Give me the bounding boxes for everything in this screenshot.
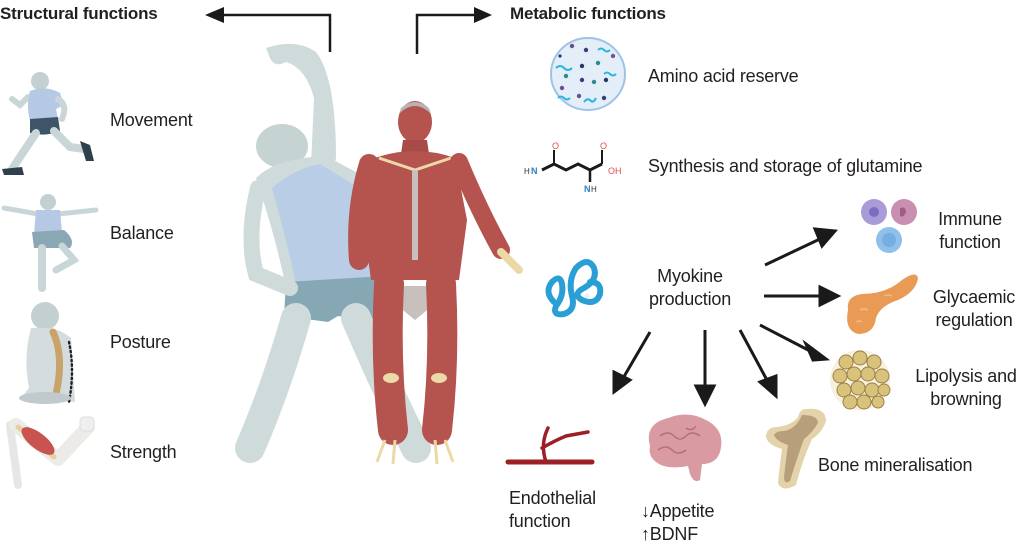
svg-text:N: N	[584, 184, 591, 194]
structural-item-posture: Posture	[110, 332, 171, 352]
svg-text:O: O	[600, 141, 607, 151]
spine-posture-icon	[19, 302, 75, 404]
myokine-production-label: Myokine production	[648, 266, 732, 309]
target-immune-function: Immune function	[938, 209, 1002, 252]
running-person-icon	[2, 72, 94, 175]
svg-text:O: O	[552, 141, 559, 151]
pancreas-icon	[847, 274, 918, 334]
target-lipolysis-browning: Lipolysis and browning	[915, 366, 1017, 409]
structural-arrow	[205, 7, 332, 52]
structural-item-strength: Strength	[110, 442, 177, 462]
structural-item-movement: Movement	[110, 110, 193, 130]
svg-text:N: N	[531, 166, 538, 176]
target-endothelial-function: Endothelial function	[509, 488, 596, 531]
metabolic-arrow	[415, 7, 492, 54]
brain-icon	[648, 414, 722, 482]
metabolic-item-amino-acid-reserve: Amino acid reserve	[648, 66, 799, 86]
femur-bone-icon	[766, 408, 826, 489]
svg-text:H: H	[591, 185, 597, 194]
structural-functions-heading: Structural functions	[0, 4, 158, 23]
muscular-system-icon	[348, 101, 523, 465]
metabolic-item-glutamine: Synthesis and storage of glutamine	[648, 156, 923, 176]
immune-cells-icon	[861, 199, 917, 253]
flexed-arm-muscle-icon	[6, 416, 95, 489]
metabolic-functions-heading: Metabolic functions	[510, 4, 666, 23]
protein-coil-icon	[545, 259, 604, 318]
structural-item-balance: Balance	[110, 223, 174, 243]
molecule-h2n-label: H	[524, 167, 530, 176]
target-glycaemic-regulation: Glycaemic regulation	[932, 287, 1016, 330]
target-appetite-bdnf: ↓Appetite ↑BDNF	[641, 501, 715, 544]
svg-text:OH: OH	[608, 166, 622, 176]
blood-vessel-icon	[505, 426, 595, 465]
glutamine-molecule-icon: O O H N OH N H	[524, 141, 622, 194]
target-bone-mineralisation: Bone mineralisation	[818, 455, 973, 475]
balancing-person-icon	[1, 194, 99, 292]
amino-acid-pool-icon	[550, 37, 626, 111]
adipose-tissue-icon	[830, 350, 891, 410]
